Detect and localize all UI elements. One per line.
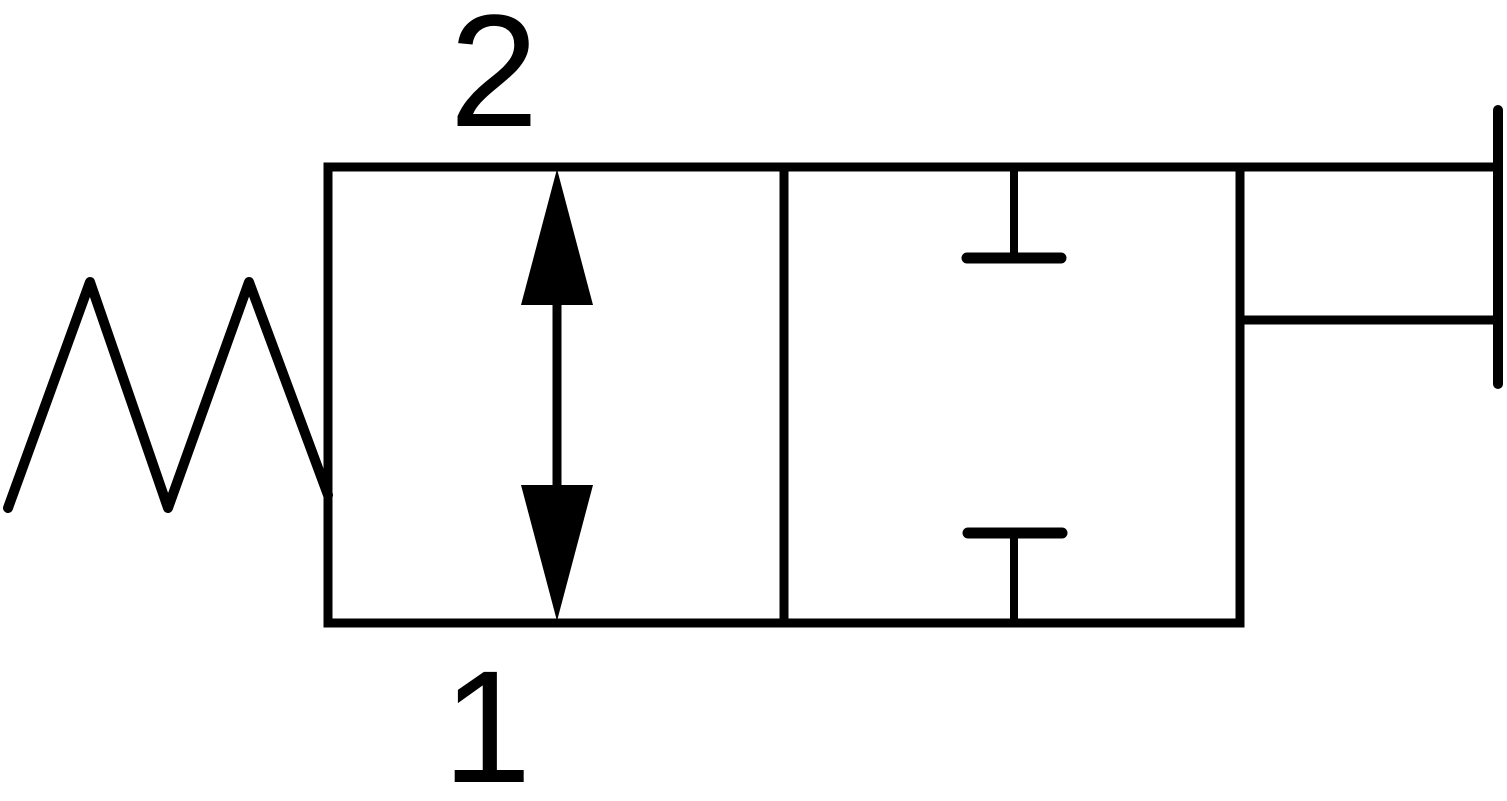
- port-2-label: 2: [450, 0, 539, 160]
- plunger-actuator-icon: [1240, 105, 1503, 389]
- blocked-port-top-icon: [961, 165, 1067, 264]
- spring-icon: [3, 277, 333, 513]
- blocked-port-bottom-icon: [962, 527, 1068, 625]
- flow-arrow-icon: [521, 169, 593, 621]
- port-1-label: 1: [443, 637, 532, 801]
